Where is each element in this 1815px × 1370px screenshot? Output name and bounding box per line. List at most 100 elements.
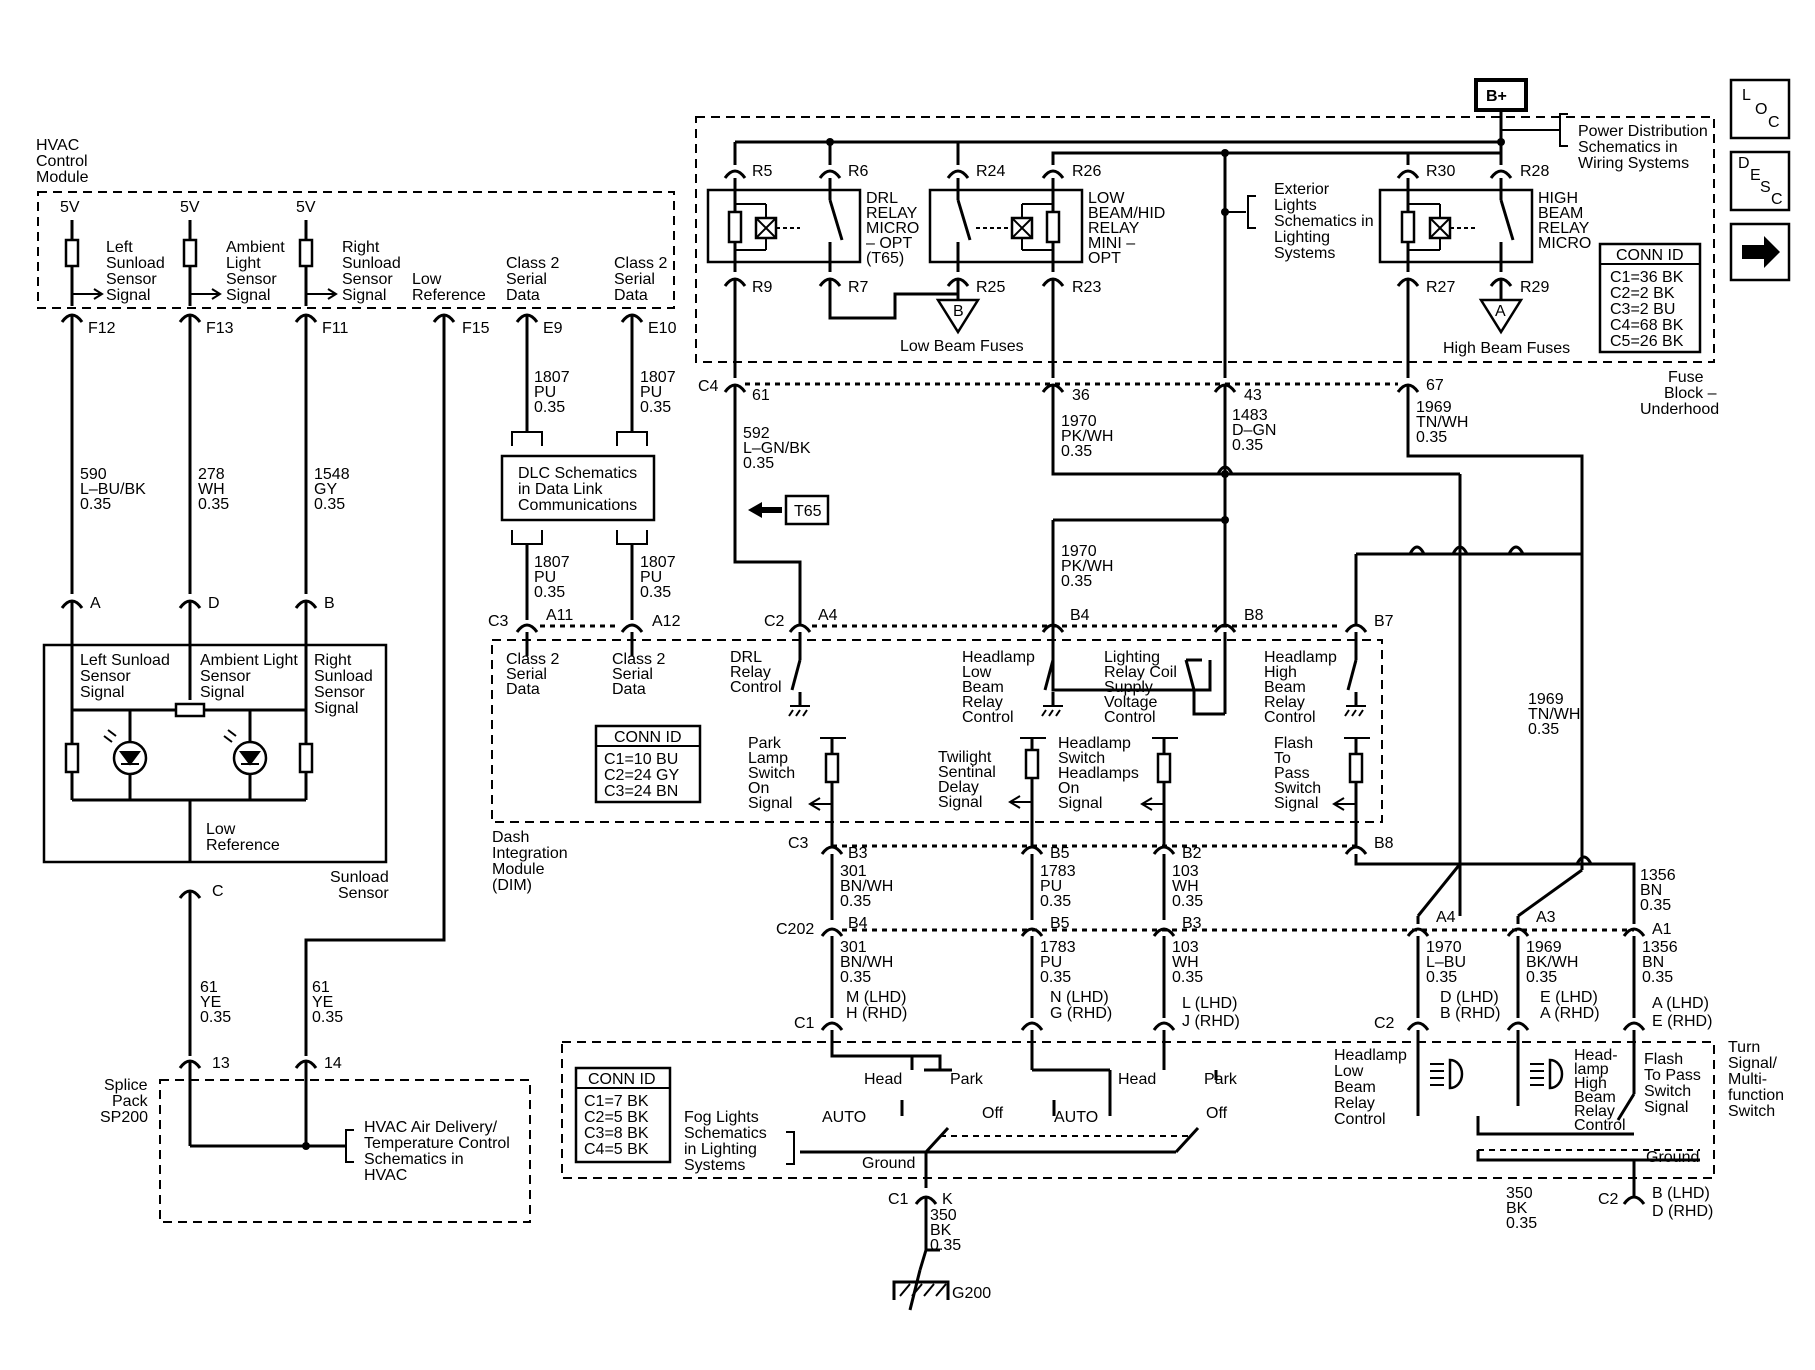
svg-text:Control: Control (1574, 1117, 1626, 1134)
svg-text:OPT: OPT (1088, 250, 1121, 267)
svg-text:BN: BN (1640, 882, 1662, 899)
dim-pullup-inputs (808, 737, 1370, 846)
svg-text:Multi-: Multi- (1728, 1071, 1767, 1088)
svg-text:0.35: 0.35 (1528, 721, 1559, 738)
svg-text:C2: C2 (764, 613, 785, 630)
svg-text:Data: Data (506, 287, 540, 304)
svg-text:Serial: Serial (614, 271, 655, 288)
dim-name: Dash Integration Module (DIM) (492, 829, 568, 894)
dlc-lower-wires: 1807 PU 0.35 1807 PU 0.35 (525, 544, 676, 620)
svg-text:R30: R30 (1426, 163, 1455, 180)
svg-text:Relay: Relay (962, 694, 1003, 711)
svg-text:590: 590 (80, 466, 107, 483)
exterior-lights-reference[interactable]: Exterior Lights Schematics in Lighting S… (1274, 181, 1374, 262)
svg-text:function: function (1728, 1087, 1784, 1104)
svg-text:E: E (1750, 167, 1761, 184)
svg-text:61: 61 (200, 979, 218, 996)
svg-text:Exterior: Exterior (1274, 181, 1330, 198)
svg-text:Sensor: Sensor (226, 271, 277, 288)
hvac-5v-supplies: 5V 5V 5V (60, 199, 338, 306)
svg-text:Relay: Relay (1264, 694, 1305, 711)
svg-text:HVAC: HVAC (36, 137, 79, 154)
svg-text:WH: WH (1172, 878, 1199, 895)
svg-text:Beam: Beam (962, 679, 1004, 696)
svg-text:Switch: Switch (748, 765, 795, 782)
svg-text:R25: R25 (976, 279, 1005, 296)
svg-text:0.35: 0.35 (312, 1009, 343, 1026)
svg-text:F13: F13 (206, 320, 234, 337)
svg-text:B3: B3 (848, 845, 868, 862)
svg-text:Integration: Integration (492, 845, 568, 862)
svg-text:1807: 1807 (640, 369, 676, 386)
low-beam-hid-relay: LOW BEAM/HID RELAY MINI – OPT (928, 178, 1165, 272)
svg-text:AUTO: AUTO (1054, 1109, 1098, 1126)
svg-text:R23: R23 (1072, 279, 1101, 296)
svg-text:61: 61 (312, 979, 330, 996)
svg-text:Lighting: Lighting (1274, 229, 1330, 246)
svg-text:C3=24 BN: C3=24 BN (604, 783, 678, 800)
svg-text:CONN ID: CONN ID (588, 1071, 656, 1088)
svg-text:A (RHD): A (RHD) (1540, 1005, 1600, 1022)
headlamp-beam-contacts: Headlamp Low Beam Relay Control Head- la… (1334, 1030, 1701, 1166)
svg-text:Headlamp: Headlamp (1058, 735, 1131, 752)
svg-text:MINI –: MINI – (1088, 235, 1135, 252)
svg-text:C2=2 BK: C2=2 BK (1610, 285, 1675, 302)
svg-text:Relay: Relay (1334, 1095, 1375, 1112)
svg-text:Signal: Signal (314, 700, 358, 717)
c202-connector: C202 B4 B5 B3 A4 A3 A1 (776, 909, 1672, 938)
svg-text:BK: BK (1506, 1200, 1528, 1217)
svg-text:BK: BK (930, 1222, 952, 1239)
svg-text:High: High (1574, 1075, 1607, 1092)
svg-text:Off: Off (1206, 1105, 1228, 1122)
svg-text:Turn: Turn (1728, 1039, 1760, 1056)
svg-text:Communications: Communications (518, 497, 637, 514)
hvac-module-boundary (37, 191, 675, 309)
svg-text:(T65): (T65) (866, 250, 904, 267)
svg-text:Sensor: Sensor (80, 668, 131, 685)
fog-lights-reference[interactable]: Fog Lights Schematics in Lighting System… (684, 1109, 795, 1174)
power-distribution-reference[interactable]: Power Distribution Schematics in Wiring … (1578, 123, 1708, 172)
svg-text:C2: C2 (1374, 1015, 1395, 1032)
svg-text:in Lighting: in Lighting (684, 1141, 757, 1158)
dlc-reference-box[interactable]: DLC Schematics in Data Link Communicatio… (500, 431, 656, 545)
svg-text:To Pass: To Pass (1644, 1067, 1701, 1084)
svg-text:Switch: Switch (1058, 750, 1105, 767)
svg-text:Schematics in: Schematics in (1578, 139, 1678, 156)
sunload-sensor-labels: Left Sunload Sensor Signal Ambient Light… (80, 652, 389, 902)
hvac-control-module-title: HVAC Control Module (36, 137, 89, 186)
svg-text:Right: Right (342, 239, 380, 256)
sunload-sensor-boundary (42, 643, 388, 864)
svg-text:Beam: Beam (1264, 679, 1306, 696)
svg-text:Park: Park (748, 735, 782, 752)
svg-text:5V: 5V (180, 199, 200, 216)
svg-text:E (LHD): E (LHD) (1540, 989, 1598, 1006)
svg-text:0.35: 0.35 (200, 1009, 231, 1026)
svg-text:YE: YE (312, 994, 333, 1011)
svg-text:Control: Control (962, 709, 1014, 726)
svg-text:Sensor: Sensor (338, 885, 389, 902)
svg-text:Sensor: Sensor (314, 684, 365, 701)
desc-icon[interactable]: D E S C (1729, 150, 1791, 212)
svg-text:B4: B4 (848, 915, 868, 932)
svg-text:Delay: Delay (938, 779, 979, 796)
svg-text:1807: 1807 (534, 554, 570, 571)
fuse-block-top-bus (733, 113, 1568, 378)
svg-text:TN/WH: TN/WH (1416, 414, 1468, 431)
svg-text:B (LHD): B (LHD) (1652, 1185, 1710, 1202)
svg-text:Voltage: Voltage (1104, 694, 1157, 711)
svg-text:F15: F15 (462, 320, 490, 337)
svg-text:Left Sunload: Left Sunload (80, 652, 170, 669)
svg-text:PK/WH: PK/WH (1061, 428, 1113, 445)
svg-text:Park: Park (1204, 1071, 1238, 1088)
svg-text:Systems: Systems (1274, 245, 1335, 262)
loc-icon[interactable]: L O C (1729, 78, 1791, 140)
next-arrow-icon[interactable] (1729, 222, 1791, 282)
svg-text:14: 14 (324, 1055, 342, 1072)
switch-c1-pins: C1 M (LHD) H (RHD) N (LHD) G (RHD) L (LH… (794, 989, 1240, 1032)
svg-text:Signal: Signal (1058, 795, 1102, 812)
svg-text:Serial: Serial (506, 666, 547, 683)
svg-text:1807: 1807 (534, 369, 570, 386)
svg-text:Off: Off (982, 1105, 1004, 1122)
svg-text:B3: B3 (1182, 915, 1202, 932)
svg-text:Schematics in: Schematics in (364, 1151, 464, 1168)
